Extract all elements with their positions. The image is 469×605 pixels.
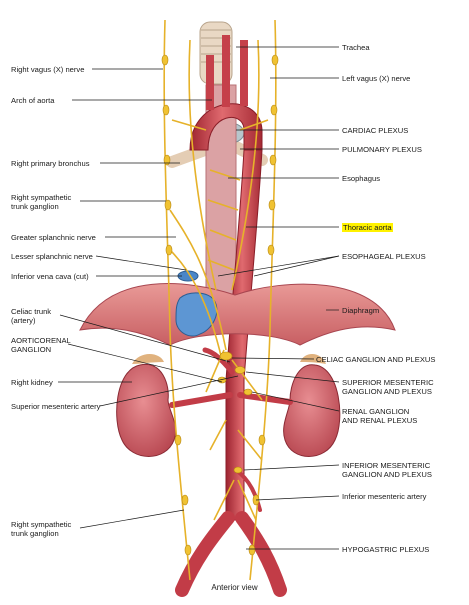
leader-lines [58, 46, 340, 550]
inferior-vena-cava-label: Inferior vena cava (cut) [11, 272, 89, 281]
superior-mesenteric-artery-label: Superior mesenteric artery [11, 402, 101, 411]
aorticorenal-ganglion-label: AORTICORENAL GANGLION [11, 336, 71, 354]
right-kidney [116, 363, 177, 457]
inferior-mesenteric-artery-label: Inferior mesenteric artery [342, 492, 427, 501]
greater-splanchnic-nerve-label: Greater splanchnic nerve [11, 233, 96, 242]
inferior-vena-cava [175, 270, 218, 337]
diaphragm-label: Diaphragm [342, 306, 380, 315]
left-kidney [283, 364, 341, 457]
right-sympathetic-trunk-ganglion-lower-label: Right sympathetic trunk ganglion [11, 520, 72, 538]
arch-of-aorta-label: Arch of aorta [11, 96, 55, 105]
renal-ganglion-label: RENAL GANGLION AND RENAL PLEXUS [342, 407, 418, 425]
esophageal-plexus-label: ESOPHAGEAL PLEXUS [342, 252, 426, 261]
celiac-ganglion-label: CELIAC GANGLION AND PLEXUS [316, 355, 436, 364]
superior-mesenteric-ganglion-label: SUPERIOR MESENTERIC GANGLION AND PLEXUS [342, 378, 434, 396]
esophagus-label: Esophagus [342, 174, 380, 183]
trachea-label: Trachea [342, 43, 370, 52]
right-vagus-nerve-label: Right vagus (X) nerve [11, 65, 85, 74]
lesser-splanchnic-nerve-label: Lesser splanchnic nerve [11, 252, 93, 261]
left-vagus-nerve-label: Left vagus (X) nerve [342, 74, 411, 83]
pulmonary-plexus-label: PULMONARY PLEXUS [342, 145, 422, 154]
right-kidney-label: Right kidney [11, 378, 53, 387]
iliac-arteries [175, 511, 287, 597]
caption: Anterior view [211, 583, 258, 592]
cardiac-plexus-label: CARDIAC PLEXUS [342, 126, 409, 135]
right-sympathetic-trunk-ganglion-upper-label: Right sympathetic trunk ganglion [11, 193, 72, 211]
celiac-trunk-label: Celiac trunk (artery) [11, 307, 52, 325]
right-primary-bronchus-label: Right primary bronchus [11, 159, 90, 168]
ganglia [161, 54, 279, 556]
aortic-arch [189, 35, 263, 151]
inferior-mesenteric-ganglion-label: INFERIOR MESENTERIC GANGLION AND PLEXUS [342, 461, 432, 479]
hypogastric-plexus-label: HYPOGASTRIC PLEXUS [342, 545, 430, 554]
thoracic-aorta-highlight: Thoracic aorta [342, 223, 393, 232]
thoracic-aorta-label: Thoracic aorta [342, 223, 393, 232]
